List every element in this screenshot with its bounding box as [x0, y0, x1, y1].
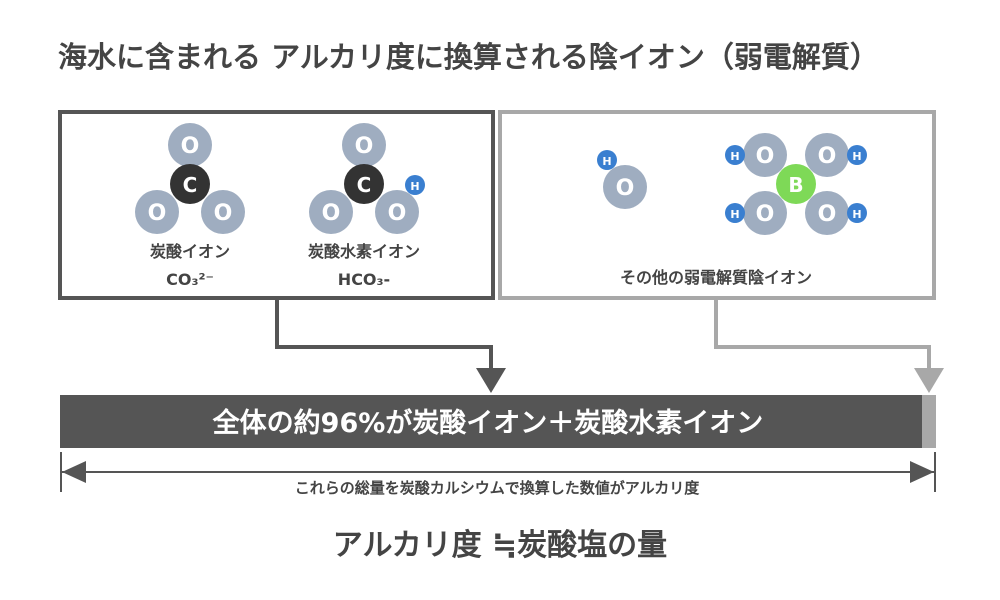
other-anions-arrow-head [914, 368, 944, 393]
carbon-atom [344, 164, 384, 204]
borate-molecule: O O O O B H H H H [725, 133, 867, 235]
other-anions-label: その他の弱電解質陰イオン [620, 268, 812, 287]
page-title: 海水に含まれる アルカリ度に換算される陰イオン（弱電解質） [58, 40, 879, 74]
carbonate-formula: CO₃²⁻ [166, 270, 214, 289]
hydrogen-atom [847, 203, 867, 223]
oxygen-symbol: O [818, 202, 837, 227]
hydroxide-molecule: O H [597, 150, 647, 209]
hydrogen-atom [725, 203, 745, 223]
oxygen-symbol: O [322, 201, 341, 226]
oxygen-atom [743, 133, 787, 177]
oxygen-atom [603, 165, 647, 209]
hydrogen-symbol: H [852, 208, 861, 221]
hydrogen-atom [597, 150, 617, 170]
hydrogen-atom [847, 145, 867, 165]
boron-symbol: B [788, 173, 803, 197]
oxygen-atom [375, 190, 419, 234]
carbon-symbol: C [357, 173, 372, 197]
bicarbonate-formula: HCO₃- [338, 270, 390, 289]
carbonate-arrow-head [476, 368, 506, 393]
oxygen-atom [805, 191, 849, 235]
hydrogen-symbol: H [602, 155, 611, 168]
bicarbonate-name: 炭酸水素イオン [308, 242, 420, 261]
carbonate-molecule: O O O C [135, 123, 245, 234]
hydrogen-symbol: H [730, 150, 739, 163]
oxygen-symbol: O [181, 134, 200, 159]
hydrogen-atom [405, 175, 425, 195]
carbonate-name: 炭酸イオン [150, 242, 230, 261]
oxygen-atom [135, 190, 179, 234]
oxygen-atom [743, 191, 787, 235]
carbon-atom [170, 164, 210, 204]
oxygen-symbol: O [355, 134, 374, 159]
oxygen-atom [805, 133, 849, 177]
carbonate-species-box [58, 110, 495, 300]
share-bar-label: 全体の約96%が炭酸イオン＋炭酸水素イオン [212, 407, 764, 439]
hydrogen-symbol: H [730, 208, 739, 221]
hydrogen-symbol: H [852, 150, 861, 163]
oxygen-atom [309, 190, 353, 234]
range-left-arrow [62, 461, 86, 483]
oxygen-symbol: O [388, 201, 407, 226]
oxygen-symbol: O [756, 202, 775, 227]
carbon-symbol: C [183, 173, 198, 197]
oxygen-symbol: O [214, 201, 233, 226]
conclusion-text: アルカリ度 ≒炭酸塩の量 [332, 528, 668, 563]
boron-atom [776, 164, 816, 204]
hydrogen-symbol: H [410, 180, 419, 193]
oxygen-symbol: O [756, 144, 775, 169]
range-right-arrow [910, 461, 934, 483]
oxygen-symbol: O [148, 201, 167, 226]
range-caption: これらの総量を炭酸カルシウムで換算した数値がアルカリ度 [295, 479, 700, 497]
other-anions-share-bar [922, 395, 936, 448]
bicarbonate-molecule: O O O C H [309, 123, 425, 234]
oxygen-symbol: O [818, 144, 837, 169]
carbonate-share-bar [60, 395, 922, 448]
carbonate-connector-line [275, 298, 493, 370]
hydrogen-atom [725, 145, 745, 165]
other-anions-connector-line [714, 298, 931, 370]
oxygen-symbol: O [616, 176, 635, 201]
oxygen-atom [201, 190, 245, 234]
oxygen-atom [168, 123, 212, 167]
oxygen-atom [342, 123, 386, 167]
